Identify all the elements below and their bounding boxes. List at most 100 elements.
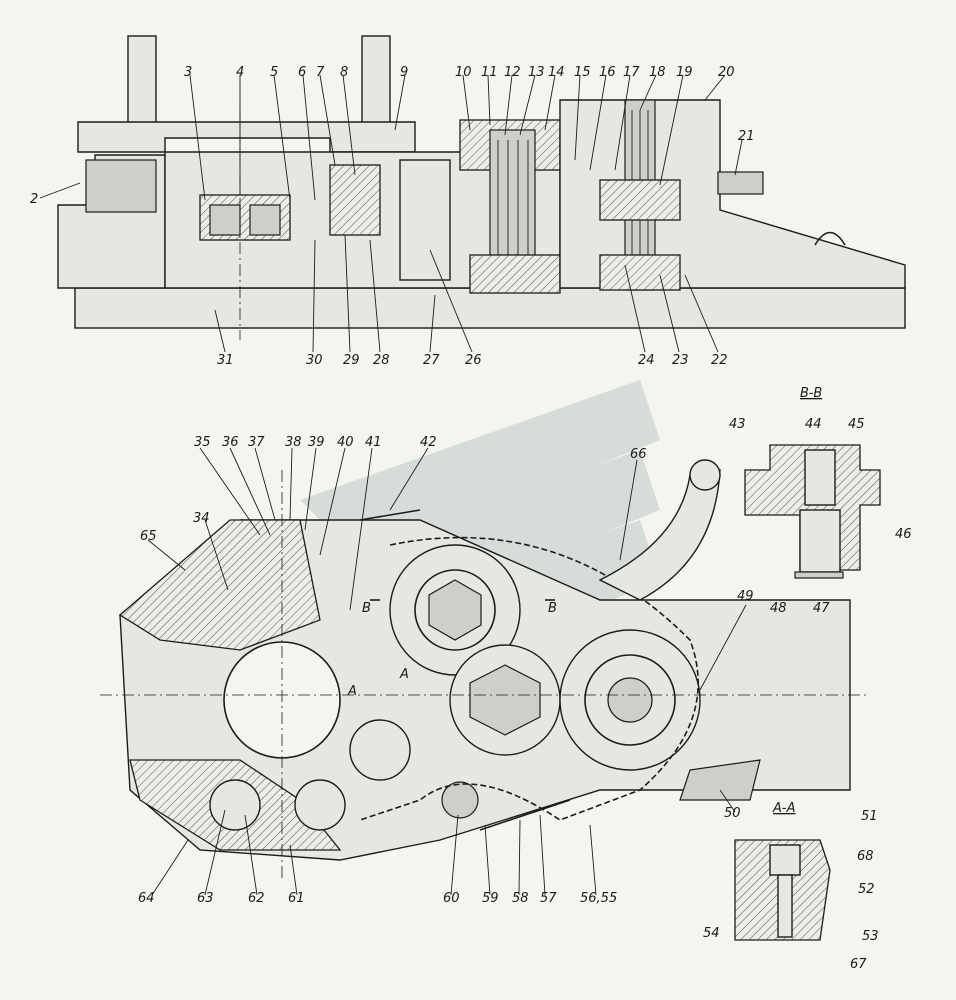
bb-pin-44: [804, 449, 836, 506]
roller-61: [294, 779, 346, 831]
callout-28: 28: [373, 353, 390, 368]
cut-mark-a-right: A: [399, 667, 409, 682]
callout-43: 43: [729, 417, 746, 432]
callout-15: 15: [574, 65, 591, 80]
callout-54: 54: [703, 926, 720, 941]
leader-lines: [39, 74, 747, 896]
callout-65: 65: [140, 529, 157, 544]
callout-29: 29: [343, 353, 360, 368]
callout-22: 22: [711, 353, 728, 368]
callout-60: 60: [443, 891, 460, 906]
section-bb-detail: [744, 444, 881, 579]
callout-64: 64: [138, 891, 155, 906]
upper-housing: [77, 121, 416, 153]
callout-12: 12: [504, 65, 521, 80]
callout-4: 4: [236, 65, 244, 80]
callout-21: 21: [738, 129, 755, 144]
callout-48: 48: [770, 601, 787, 616]
bottom-assembly-view: [100, 459, 870, 880]
callout-59: 59: [482, 891, 499, 906]
callout-56-55: 56,55: [580, 891, 617, 906]
callout-19: 19: [676, 65, 693, 80]
bevel-gear: [599, 179, 681, 221]
callout-labels-bottom: 34 35 36 37 38 39 40 41 42 43 44 45 46 4…: [138, 417, 912, 972]
callout-9: 9: [400, 65, 408, 80]
callout-40: 40: [337, 435, 354, 450]
callout-50: 50: [724, 806, 741, 821]
callout-39: 39: [308, 435, 325, 450]
callout-44: 44: [805, 417, 822, 432]
callout-30: 30: [306, 353, 323, 368]
callout-10: 10: [455, 65, 472, 80]
callout-63: 63: [197, 891, 214, 906]
gear-hub: [399, 159, 451, 281]
section-aa-detail: [734, 839, 831, 941]
pin-60: [441, 781, 479, 819]
section-bb-title: B-B: [800, 386, 822, 401]
callout-17: 17: [623, 65, 640, 80]
callout-42: 42: [420, 435, 437, 450]
callout-24: 24: [638, 353, 655, 368]
drive-hub: [607, 677, 653, 723]
callout-16: 16: [599, 65, 616, 80]
callout-47: 47: [813, 601, 830, 616]
callout-3: 3: [184, 65, 192, 80]
roller-lower: [349, 719, 411, 781]
callout-45: 45: [848, 417, 865, 432]
aa-screw-shank: [777, 874, 793, 938]
callout-58: 58: [512, 891, 529, 906]
bb-shaft-46: [799, 509, 841, 573]
callout-57: 57: [540, 891, 557, 906]
pinion-block: [329, 164, 381, 236]
callout-labels-top: 2 3 4 5 6 7 8 9 10 11 12 13 14 15 16 17 …: [30, 65, 755, 368]
callout-7: 7: [316, 65, 325, 80]
callout-6: 6: [298, 65, 306, 80]
knife-57: [479, 799, 571, 831]
callout-46: 46: [895, 527, 912, 542]
callout-27: 27: [423, 353, 440, 368]
left-stud: [127, 35, 157, 135]
section-aa-title: A-A: [772, 801, 795, 816]
callout-18: 18: [649, 65, 666, 80]
callout-26: 26: [465, 353, 482, 368]
callout-36: 36: [222, 435, 239, 450]
callout-8: 8: [340, 65, 348, 80]
latch-mechanism: [85, 159, 157, 213]
bb-washer-48: [794, 571, 844, 579]
cut-mark-b-right: B: [548, 601, 557, 616]
callout-62: 62: [248, 891, 265, 906]
callout-34: 34: [193, 511, 210, 526]
callout-51: 51: [861, 809, 878, 824]
bearing-lower: [469, 254, 561, 294]
jaw-upper-hatched: [118, 519, 321, 651]
section-titles: B-B A-A B B A A: [347, 386, 822, 816]
callout-61: 61: [288, 891, 305, 906]
callout-53: 53: [862, 929, 879, 944]
cut-mark-a-left: A: [347, 684, 357, 699]
aa-screw-head: [769, 844, 801, 876]
roller-62: [209, 779, 261, 831]
bearing-right: [599, 254, 681, 291]
callout-35: 35: [194, 435, 211, 450]
callout-20: 20: [718, 65, 735, 80]
base-plate: [74, 287, 906, 329]
callout-41: 41: [365, 435, 382, 450]
callout-31: 31: [217, 353, 234, 368]
hex-nut-upper: [428, 579, 482, 641]
callout-67: 67: [850, 957, 867, 972]
bolt-21: [717, 171, 764, 195]
callout-5: 5: [270, 65, 278, 80]
cut-mark-b-left: B: [362, 601, 371, 616]
arm-66: [598, 469, 721, 601]
top-assembly-section: [57, 35, 906, 340]
knife-42: [359, 509, 421, 521]
callout-49: 49: [737, 589, 754, 604]
callout-2: 2: [30, 192, 38, 207]
hex-nut-middle: [469, 664, 541, 736]
roller-a: [209, 204, 241, 236]
chain-loop: [359, 536, 699, 821]
callout-66: 66: [630, 447, 647, 462]
callout-52: 52: [858, 882, 875, 897]
